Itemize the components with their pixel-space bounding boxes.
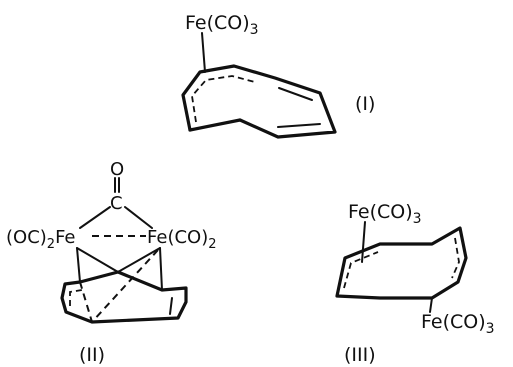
structure-i-fe-ring-bond [201, 32, 206, 73]
structure-ii-bridge-left [79, 206, 111, 229]
structure-ii: O C (OC)2Fe Fe(CO)2 (II) [6, 159, 217, 366]
structure-ii-right-fe-label: Fe(CO)2 [147, 227, 217, 252]
structure-iii-bottom-fe-bond [429, 297, 433, 313]
structure-i-double-bond-2 [277, 123, 321, 128]
structure-ii-right-fe-ring-1 [159, 247, 163, 291]
structure-ii-bridge-right [124, 206, 153, 229]
structure-ii-left-fe-ring-1 [76, 247, 81, 283]
structure-i-double-bond-1 [278, 87, 313, 101]
structure-i-roman-label: (I) [355, 93, 375, 115]
structure-iii-roman-label: (III) [344, 344, 376, 366]
structure-ii-left-fe-label: (OC)2Fe [6, 227, 76, 252]
structure-i: Fe(CO)3 (I) [181, 12, 375, 139]
structure-i-ring [181, 64, 337, 139]
structure-ii-roman-label: (II) [79, 344, 105, 366]
structure-ii-carbonyl-o: O [110, 159, 124, 180]
structure-iii-ring [335, 226, 468, 300]
structure-ii-ring [60, 270, 188, 324]
structure-iii-top-fe-bond [361, 221, 366, 263]
structure-iii-dashed-right [451, 237, 460, 279]
structure-ii-double-bond [169, 297, 173, 315]
structure-i-ring-close [188, 118, 242, 132]
structure-ii-carbonyl-c: C [110, 193, 123, 214]
structure-iii-top-fe-label: Fe(CO)3 [348, 201, 422, 227]
structure-ii-right-fe-ring-dash [91, 249, 159, 323]
structure-i-fe-co3-label: Fe(CO)3 [185, 12, 259, 38]
structure-ii-right-fe-ring-2 [117, 247, 161, 273]
structure-ii-dashed-left [69, 289, 83, 306]
structure-iii: Fe(CO)3 Fe(CO)3 (III) [335, 201, 495, 366]
structure-i-dashed-system [191, 75, 256, 123]
structure-ii-left-fe-ring-dash [79, 281, 93, 323]
structure-iii-dashed-left [343, 251, 379, 289]
structure-iii-bottom-fe-label: Fe(CO)3 [421, 311, 495, 337]
structure-ii-left-fe-ring-2 [76, 247, 119, 273]
